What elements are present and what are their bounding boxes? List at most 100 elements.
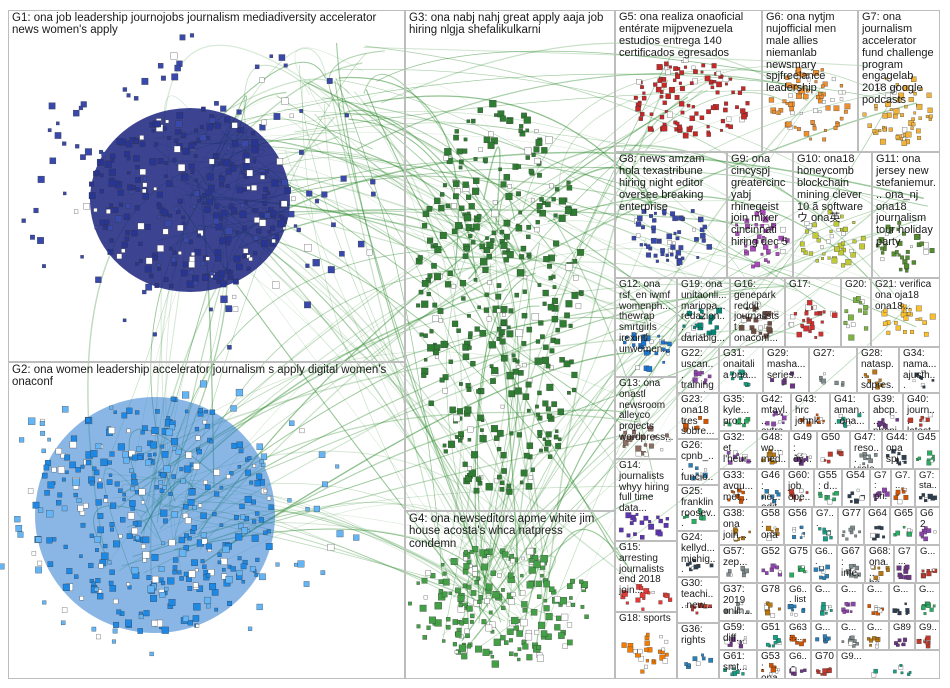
group-label-g19: G19: ona unitaonli... mariopa... redazio…	[681, 279, 727, 344]
group-label-g40: G40: journ... latest...	[907, 394, 936, 430]
edge-line	[276, 95, 484, 250]
graph-node	[181, 215, 185, 220]
graph-node	[118, 534, 123, 539]
graph-node	[126, 428, 131, 433]
graph-node	[41, 472, 48, 479]
graph-node	[42, 600, 47, 605]
graph-node	[62, 141, 67, 146]
graph-node	[426, 291, 431, 297]
graph-node	[46, 510, 54, 518]
graph-node	[465, 475, 472, 482]
graph-node	[142, 289, 147, 295]
edge-line	[522, 69, 784, 212]
graph-node	[442, 374, 449, 381]
graph-node	[91, 581, 96, 586]
graph-node	[240, 563, 247, 570]
graph-node	[57, 466, 65, 474]
graph-node	[233, 255, 241, 263]
graph-node	[271, 238, 276, 244]
group-box-g39: G39: abcp... nbcni...	[869, 393, 903, 431]
graph-node	[421, 223, 428, 229]
graph-node	[559, 357, 565, 363]
graph-node	[534, 227, 540, 233]
group-label-g62: G62	[920, 508, 934, 530]
edge-line	[220, 151, 924, 246]
graph-node	[83, 203, 90, 210]
group-label-g8: G8: news amzam hola texastribune hiring …	[619, 153, 705, 213]
graph-node	[157, 244, 164, 252]
graph-node	[163, 277, 169, 283]
graph-node	[230, 405, 237, 412]
graph-node	[236, 570, 243, 576]
graph-node	[168, 599, 176, 606]
graph-node	[131, 566, 139, 575]
graph-node	[160, 472, 167, 478]
graph-node	[214, 101, 219, 106]
graph-node	[146, 575, 152, 581]
graph-node	[41, 448, 46, 454]
graph-node	[135, 164, 140, 170]
graph-node	[541, 147, 548, 154]
graph-node	[242, 163, 250, 171]
graph-node	[304, 301, 311, 309]
graph-node	[125, 619, 132, 627]
group-label-g46: G46: ne... edit...	[761, 470, 781, 506]
group-box-g16: G16: genepark reddit journalists t onaco…	[730, 278, 785, 347]
graph-node	[109, 569, 115, 575]
graph-node	[138, 241, 143, 247]
edge-line	[547, 195, 882, 294]
graph-node	[156, 191, 163, 198]
graph-node	[259, 219, 267, 227]
graph-node	[480, 428, 484, 432]
graph-node	[471, 118, 476, 124]
graph-node	[106, 209, 111, 214]
group-label-g65: G65	[894, 508, 913, 519]
graph-node	[263, 186, 269, 192]
graph-node	[231, 122, 238, 129]
graph-node	[108, 427, 116, 434]
graph-node	[139, 168, 146, 175]
graph-node	[565, 300, 573, 308]
graph-node	[47, 437, 51, 442]
graph-node	[465, 224, 473, 231]
graph-node	[89, 533, 94, 538]
graph-node	[320, 570, 326, 575]
graph-node	[515, 329, 523, 337]
graph-node	[94, 170, 100, 176]
graph-node	[166, 180, 173, 188]
graph-node	[95, 578, 101, 584]
graph-node	[135, 187, 141, 192]
group-box-g35: G35: kyle... pro...	[719, 393, 757, 431]
graph-node	[353, 534, 360, 541]
group-label-g91: G9...	[841, 651, 862, 662]
graph-node	[161, 451, 169, 458]
edge-line	[334, 69, 888, 215]
group-box-g21: G21: verifica ona oja18 ona18...	[871, 278, 940, 347]
graph-node	[172, 569, 177, 575]
group-label-g17: G17:	[789, 279, 811, 290]
graph-node	[88, 192, 96, 200]
edge-line	[335, 77, 443, 578]
graph-node	[242, 254, 247, 259]
graph-node	[160, 444, 165, 449]
edge-line	[558, 317, 756, 640]
graph-node	[201, 274, 209, 282]
graph-node	[506, 250, 514, 258]
graph-node	[553, 213, 558, 218]
graph-node	[147, 453, 152, 458]
group-label-g15: G15: arresting journalists end 2018 join…	[619, 542, 665, 597]
graph-node	[122, 87, 128, 92]
graph-node	[141, 77, 149, 85]
edge-line	[344, 88, 473, 547]
graph-node	[262, 201, 268, 206]
graph-node	[55, 448, 62, 455]
graph-node	[542, 437, 547, 441]
graph-node	[473, 177, 480, 184]
graph-node	[107, 460, 112, 465]
group-box-g58: G58: ona	[757, 507, 784, 545]
graph-node	[553, 240, 560, 247]
graph-node	[214, 491, 220, 497]
graph-node	[503, 219, 511, 227]
graph-node	[467, 438, 472, 442]
graph-node	[230, 566, 236, 572]
